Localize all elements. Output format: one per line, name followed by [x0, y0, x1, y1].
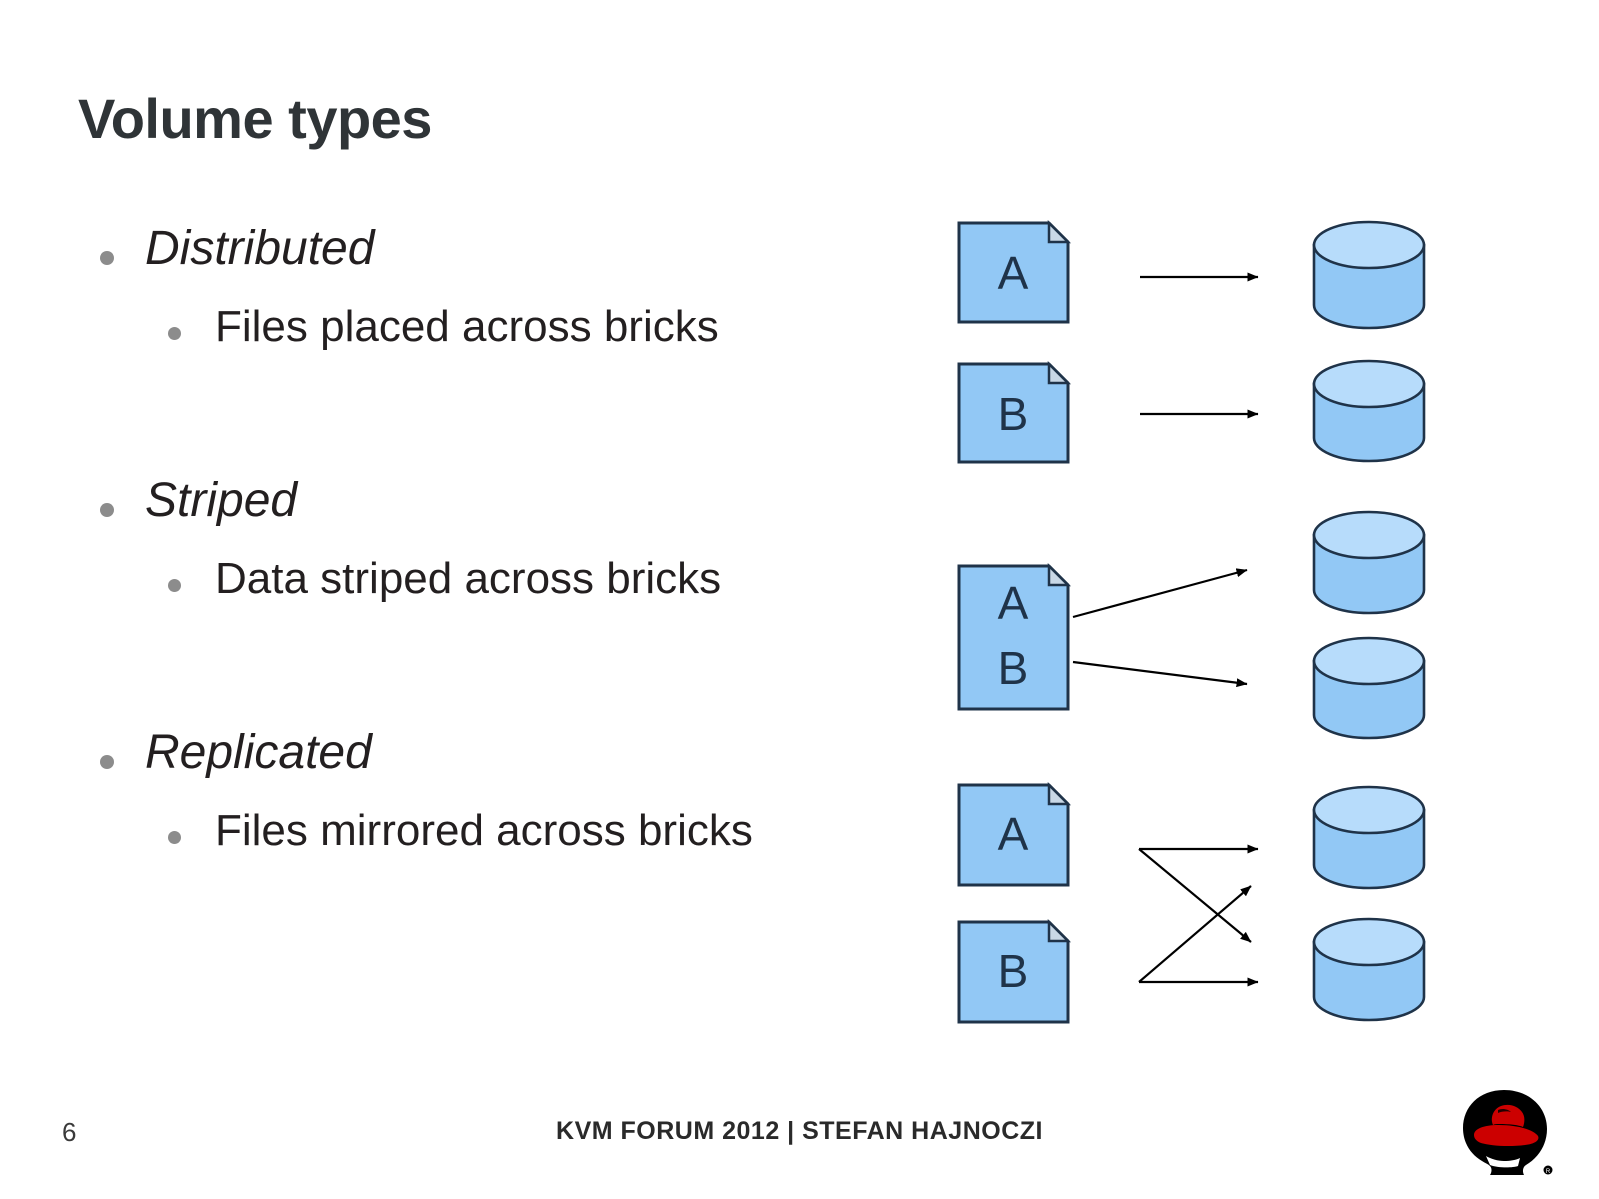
file-icon-ab-striped: A B [957, 562, 1072, 711]
bullet-group-striped: Striped Data striped across bricks [90, 477, 940, 647]
file-icon-a-distributed: A [957, 219, 1072, 324]
bullet-level2-striped: Data striped across bricks [90, 557, 940, 647]
bullet-level1-replicated: Replicated [90, 729, 940, 809]
arrow-replica-a-to-brick2 [1138, 848, 1252, 943]
bullet-level1-label: Distributed [145, 222, 375, 275]
page-number: 6 [62, 1117, 77, 1147]
svg-text:R: R [1546, 1169, 1551, 1175]
file-icon-b-replicated: B [957, 918, 1072, 1024]
bullet-level2-distributed: Files placed across bricks [90, 305, 940, 395]
brick-cylinder-1-distributed [1312, 220, 1426, 330]
bullet-dot-icon [168, 327, 181, 340]
bullet-level2-replicated: Files mirrored across bricks [90, 809, 940, 899]
bullet-group-distributed: Distributed Files placed across bricks [90, 225, 940, 395]
diagram-row-replicated: A B [957, 781, 1426, 1024]
svg-text:A: A [998, 808, 1029, 860]
bullet-dot-icon [100, 755, 114, 769]
arrow-replica-b-to-brick1 [1138, 885, 1252, 983]
bullet-level1-distributed: Distributed [90, 225, 940, 305]
brick-cylinder-2-distributed [1312, 359, 1426, 463]
svg-text:B: B [998, 642, 1029, 694]
bullet-level2-label: Files placed across bricks [215, 302, 719, 351]
bullet-dot-icon [168, 831, 181, 844]
file-icon-b-distributed: B [957, 360, 1072, 464]
svg-text:A: A [998, 577, 1029, 629]
brick-cylinder-2-striped [1312, 636, 1426, 740]
bullet-level2-label: Files mirrored across bricks [215, 806, 753, 855]
bullet-dot-icon [100, 503, 114, 517]
svg-text:B: B [998, 388, 1029, 440]
bullet-level1-label: Striped [145, 474, 298, 527]
diagram-row-distributed: A B [957, 219, 1426, 464]
diagram-row-striped: A B [957, 510, 1426, 740]
red-hat-logo: R [1452, 1078, 1560, 1182]
bullet-level2-label: Data striped across bricks [215, 554, 722, 603]
arrow-stripe-a-to-brick1 [1072, 568, 1248, 619]
page-title: Volume types [78, 87, 432, 150]
file-icon-a-replicated: A [957, 781, 1072, 887]
footer-credit: KVM FORUM 2012 | STEFAN HAJNOCZI [556, 1117, 1043, 1145]
brick-cylinder-1-striped [1312, 510, 1426, 615]
svg-text:B: B [998, 945, 1029, 997]
bullet-level1-striped: Striped [90, 477, 940, 557]
bullet-dot-icon [100, 251, 114, 265]
bullet-group-replicated: Replicated Files mirrored across bricks [90, 729, 940, 899]
brick-cylinder-1-replicated [1312, 785, 1426, 890]
arrow-stripe-b-to-brick2 [1072, 660, 1248, 688]
bullet-dot-icon [168, 579, 181, 592]
svg-text:A: A [998, 247, 1029, 299]
bullet-list: Distributed Files placed across bricks S… [90, 225, 940, 899]
bullet-level1-label: Replicated [145, 726, 372, 779]
brick-cylinder-2-replicated [1312, 917, 1426, 1022]
